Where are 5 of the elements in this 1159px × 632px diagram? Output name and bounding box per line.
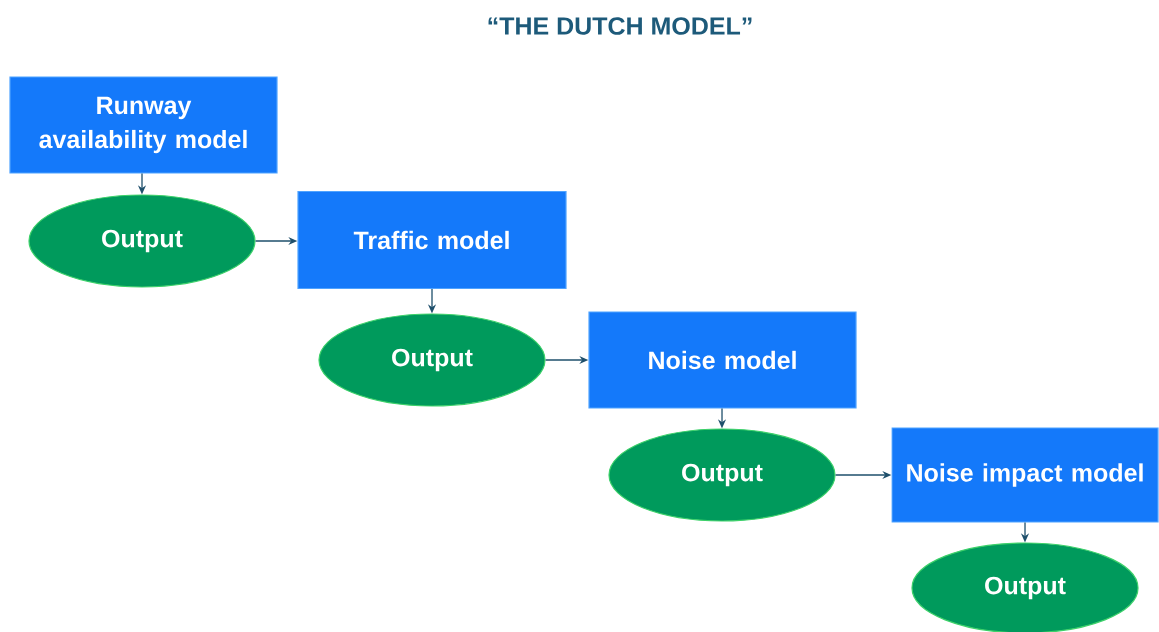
model-box: Noise impact model bbox=[891, 427, 1159, 523]
model-box: Noise model bbox=[588, 311, 857, 409]
title: “THE DUTCH MODEL” bbox=[488, 17, 752, 35]
model-box: Runway availability model bbox=[9, 76, 278, 174]
model-box: Traffic model bbox=[297, 190, 567, 290]
